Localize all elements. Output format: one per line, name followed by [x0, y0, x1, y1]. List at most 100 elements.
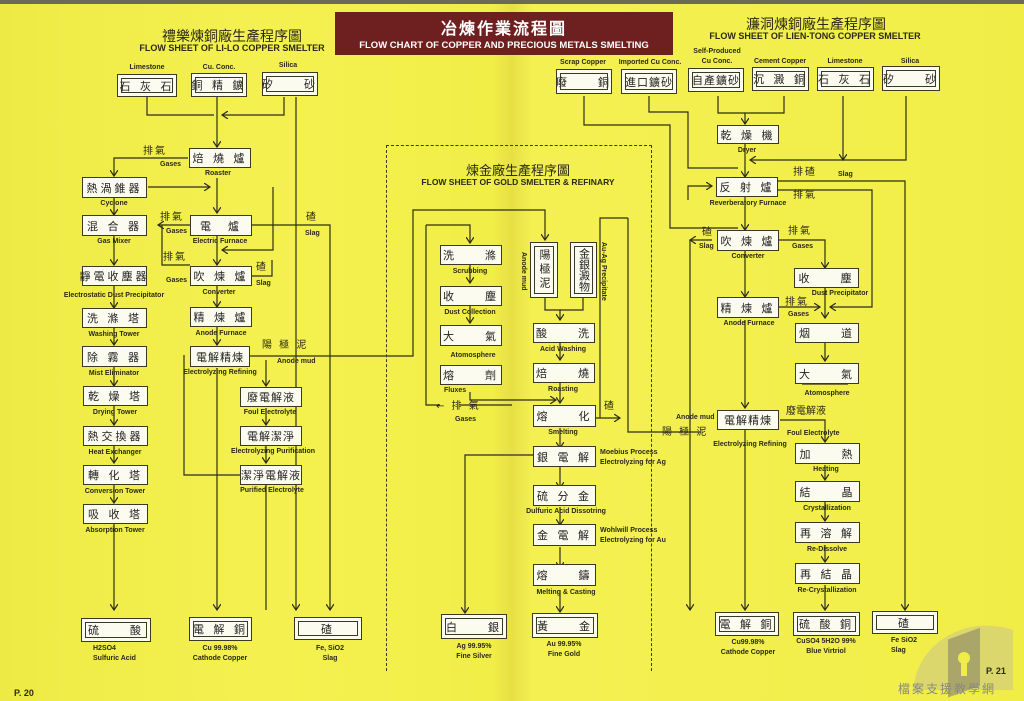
- lientong-electrolyzing-refining: 電解精煉: [717, 410, 779, 430]
- gold-wohlwill-label: Wohlwill Process: [600, 527, 658, 534]
- lientong-slag-en: Slag: [699, 243, 714, 250]
- gold-atmosphere-label: Atomosphere: [450, 352, 496, 359]
- lientong-gases-cn: 排氣: [788, 226, 812, 237]
- lientong-recrystallization: 再 結 晶: [795, 563, 860, 584]
- gold-title-cn: 煉金廠生產程序圖: [465, 164, 571, 179]
- gold-roasting-label: Roasting: [548, 386, 578, 393]
- lilo-title-cn: 禮樂煉銅廠生產程序圖: [162, 29, 302, 45]
- gold-acid-washing: 酸 洗: [533, 323, 595, 343]
- gold-slag-cn: 碴: [604, 401, 616, 412]
- lilo-conversion-tower-label: Conversion Tower: [84, 488, 146, 495]
- gold-output-name: Fine Silver: [456, 653, 492, 660]
- lilo-cyclone: 熱渦錐器: [82, 177, 147, 198]
- lilo-output-purity: Cu 99.98%: [202, 645, 238, 652]
- lientong-input-scrap-copper: 廢 銅: [556, 69, 612, 94]
- page-number-left: P. 20: [14, 688, 34, 698]
- lilo-output-formula: H2SO4: [93, 645, 116, 652]
- lientong-gases-en: Gases: [792, 243, 814, 250]
- gold-input-label: Anode mud: [520, 252, 527, 291]
- scan-edge: [0, 0, 1024, 4]
- lilo-converter: 吹 煉 爐: [190, 266, 252, 286]
- lientong-redissolve: 再 溶 解: [795, 522, 860, 543]
- lilo-gases-cn: 排氣: [160, 212, 184, 223]
- gold-smelter-frame: [386, 145, 652, 671]
- lilo-absorption-tower: 吸 收 塔: [83, 504, 148, 524]
- lientong-reverberatory: 反 射 爐: [716, 177, 778, 197]
- lientong-gases-cn: 排氣: [785, 297, 809, 308]
- main-title-en: FLOW CHART OF COPPER AND PRECIOUS METALS…: [359, 40, 649, 51]
- lilo-washing-tower-label: Washing Tower: [88, 331, 140, 338]
- lilo-output-name: Cathode Copper: [192, 655, 248, 662]
- lientong-crystallization: 結 晶: [795, 481, 860, 502]
- gold-output-name: Fine Gold: [547, 651, 581, 658]
- lilo-electrolyzing-refining: 電解精煉: [190, 346, 250, 367]
- gold-dust-collection: 收 塵: [440, 286, 502, 306]
- lilo-absorption-tower-label: Absorption Tower: [85, 527, 145, 534]
- gold-roasting: 焙 燒: [533, 363, 595, 383]
- lientong-anode-mud-cn: 陽 極 泥: [662, 427, 709, 438]
- lilo-slag-cn: 碴: [306, 212, 318, 223]
- lilo-output-slag: 碴: [294, 617, 362, 640]
- lilo-gases-en: Gases: [166, 277, 188, 284]
- lilo-foul-electrolyte: 廢電解液: [240, 387, 302, 407]
- lientong-gases-en: Gases: [788, 311, 810, 318]
- gold-dust-collection-label: Dust Collection: [444, 309, 496, 316]
- gold-fluxes-label: Fluxes: [444, 387, 467, 394]
- lientong-crystallization-label: Crystallization: [803, 505, 851, 512]
- lientong-output-blue-vitriol: 硫 酸 銅: [793, 612, 860, 636]
- lilo-washing-tower: 洗 滌 塔: [82, 308, 147, 328]
- lientong-input-label: Cu Conc.: [701, 58, 733, 65]
- lilo-output-formula: Fe, SiO2: [315, 645, 345, 652]
- lientong-input-label: Silica: [900, 58, 920, 65]
- lientong-output-cathode-copper: 電 解 銅: [715, 612, 779, 636]
- lientong-output-formula: CuSO4 5H2O 99%: [796, 638, 856, 645]
- gold-melting-casting: 熔 鑄: [533, 564, 596, 586]
- lientong-atmosphere: 大 氣: [795, 363, 859, 384]
- lientong-anode-mud-en: Anode mud: [676, 414, 715, 421]
- gold-silver-electrolysis: 銀 電 解: [533, 446, 596, 467]
- lilo-slag-en: Slag: [305, 230, 320, 237]
- lilo-mist-eliminator: 除 霧 器: [82, 346, 147, 367]
- lilo-conversion-tower: 轉 化 塔: [83, 465, 148, 485]
- lilo-anode-furnace: 精 煉 爐: [190, 307, 252, 327]
- lientong-output-purity: Cu99.98%: [731, 639, 765, 646]
- lilo-input-silica: 矽 砂: [262, 72, 318, 96]
- lientong-output-slag: 碴: [872, 611, 938, 634]
- lilo-input-label: Silica: [278, 62, 298, 69]
- lilo-gas-mixer: 混 合 器: [82, 215, 147, 236]
- lilo-purified-electrolyte-label: Purified Electrolyte: [240, 487, 304, 494]
- lilo-roaster: 焙 燒 爐: [189, 148, 251, 168]
- lientong-output-formula: Fe SiO2: [891, 637, 918, 644]
- lientong-foul-electrolyte-cn: 廢電解液: [786, 406, 826, 417]
- lientong-slag-out-cn: 排碴: [793, 167, 817, 178]
- lilo-title-en: FLOW SHEET OF LI-LO COPPER SMELTER: [139, 43, 325, 53]
- gold-moebius-desc: Electrolyzing for Ag: [600, 459, 666, 466]
- lilo-gases-en: Gases: [166, 228, 188, 235]
- lientong-electrolyzing-refining-label: Electrolyzing Refining: [713, 441, 787, 448]
- lientong-anode-furnace: 精 煉 爐: [717, 297, 779, 318]
- gold-output-purity: Au 99.95%: [546, 641, 582, 648]
- watermark-text: 檔案支援教學網: [898, 682, 997, 696]
- lientong-input-imported-conc: 進口鑛砂: [621, 69, 677, 94]
- lientong-input-label: Cement Copper: [753, 58, 807, 65]
- gold-melting-casting-label: Melting & Casting: [536, 589, 596, 596]
- lilo-electric-furnace-label: Electric Furnace: [192, 238, 248, 245]
- lilo-input-cu-conc: 銅 精 鑛: [191, 73, 247, 97]
- gold-smelting-label: Smelting: [548, 429, 578, 436]
- main-title-cn: 冶煉作業流程圖: [440, 19, 567, 38]
- gold-fluxes: 熔 劑: [440, 365, 502, 385]
- gold-scrubbing: 洗 滌: [440, 245, 502, 265]
- lilo-slag-cn: 碴: [256, 262, 268, 273]
- gold-output-fine-silver: 白 銀: [441, 614, 507, 639]
- gold-wohlwill-desc: Electrolyzing for Au: [600, 537, 666, 544]
- gold-gold-electrolysis: 金 電 解: [533, 524, 596, 546]
- gold-scrubbing-label: Scrubbing: [452, 268, 488, 275]
- gold-title-en: FLOW SHEET OF GOLD SMELTER & REFINARY: [421, 177, 615, 187]
- lilo-converter-label: Converter: [202, 289, 236, 296]
- gold-input-anode-mud: 陽極泥: [530, 242, 558, 298]
- lientong-slag-cn: 碴: [702, 227, 714, 238]
- lientong-reverberatory-label: Reverberatory Furnace: [709, 200, 787, 207]
- lientong-input-label: Imported Cu Conc.: [618, 59, 682, 66]
- lilo-foul-electrolyte-label: Foul Electrolyte: [243, 409, 297, 416]
- lientong-input-label: Limestone: [827, 58, 863, 65]
